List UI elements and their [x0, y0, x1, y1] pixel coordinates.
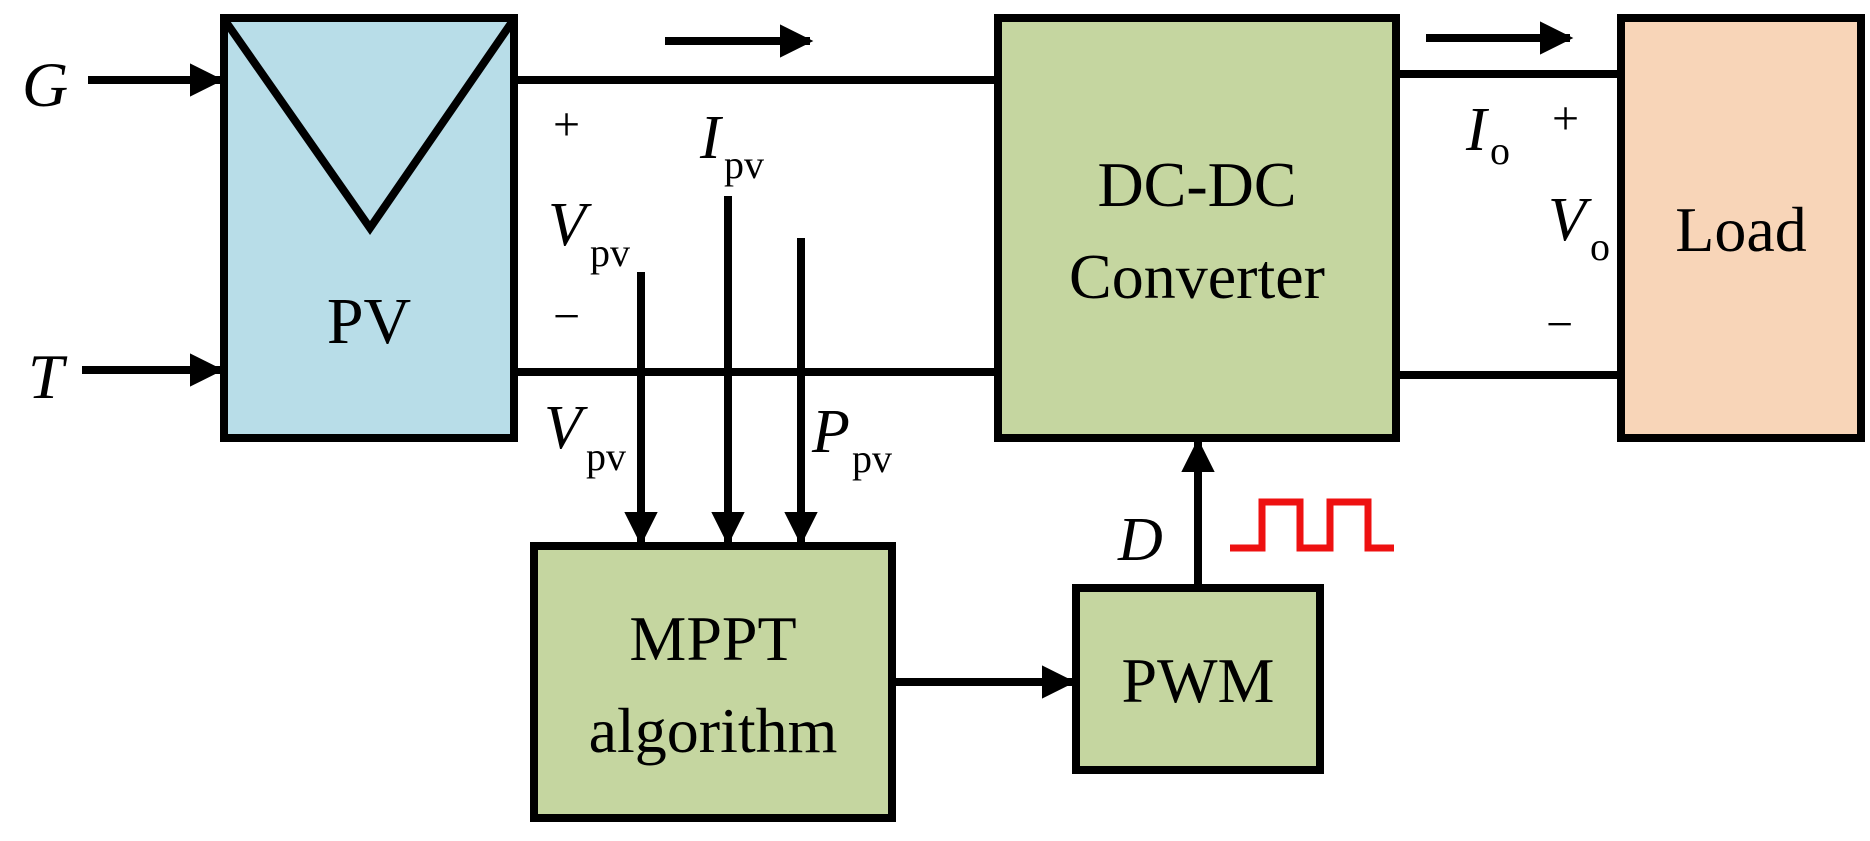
dc-dc-converter-block: DC-DC Converter	[994, 14, 1400, 442]
pv-label: PV	[327, 285, 411, 358]
converter-label-line1: DC-DC	[1097, 149, 1296, 220]
load-block: Load	[1617, 14, 1865, 442]
converter-box	[994, 14, 1400, 442]
vo-symbol: V	[1548, 186, 1592, 254]
ppv-subscript: pv	[852, 436, 892, 481]
signal-arrows	[82, 21, 1574, 699]
pwm-block: PWM	[1072, 584, 1324, 774]
connection-wires	[514, 70, 1621, 379]
converter-label-line2: Converter	[1069, 241, 1325, 312]
output-minus-sign: −	[1546, 298, 1573, 351]
load-box	[1617, 14, 1865, 442]
duty-cycle-label: D	[1117, 506, 1163, 574]
pv-panel-block: PV	[220, 14, 518, 442]
ipv-symbol: I	[699, 104, 724, 172]
pv-minus-sign: −	[553, 290, 580, 343]
mppt-algorithm-block: MPPT algorithm	[530, 542, 896, 822]
mppt-label-line2: algorithm	[589, 695, 838, 766]
vpv-terminal-label: V pv	[548, 191, 630, 275]
io-subscript: o	[1490, 128, 1510, 173]
vpv-terminal-symbol: V	[548, 191, 592, 259]
pv-plus-sign: +	[553, 98, 580, 151]
mppt-box	[530, 542, 896, 822]
vpv-terminal-subscript: pv	[590, 230, 630, 275]
vpv-input-symbol: V	[544, 394, 588, 462]
temperature-label: T	[28, 341, 68, 412]
io-symbol: I	[1465, 96, 1490, 164]
vpv-input-label: V pv	[544, 394, 626, 479]
vpv-input-subscript: pv	[586, 434, 626, 479]
pwm-label: PWM	[1122, 645, 1275, 716]
vo-label: V o	[1548, 186, 1610, 269]
pv-symbol-icon	[222, 19, 516, 236]
ipv-subscript: pv	[724, 142, 764, 187]
vo-subscript: o	[1590, 224, 1610, 269]
ipv-label: I pv	[699, 104, 764, 187]
ppv-label: P pv	[811, 398, 892, 481]
output-plus-sign: +	[1552, 92, 1579, 145]
mppt-label-line1: MPPT	[629, 603, 796, 674]
load-label: Load	[1675, 194, 1807, 265]
io-label: I o	[1465, 96, 1510, 173]
pwm-square-wave-icon	[1230, 498, 1394, 552]
ppv-symbol: P	[811, 398, 850, 466]
irradiance-label: G	[22, 49, 68, 120]
